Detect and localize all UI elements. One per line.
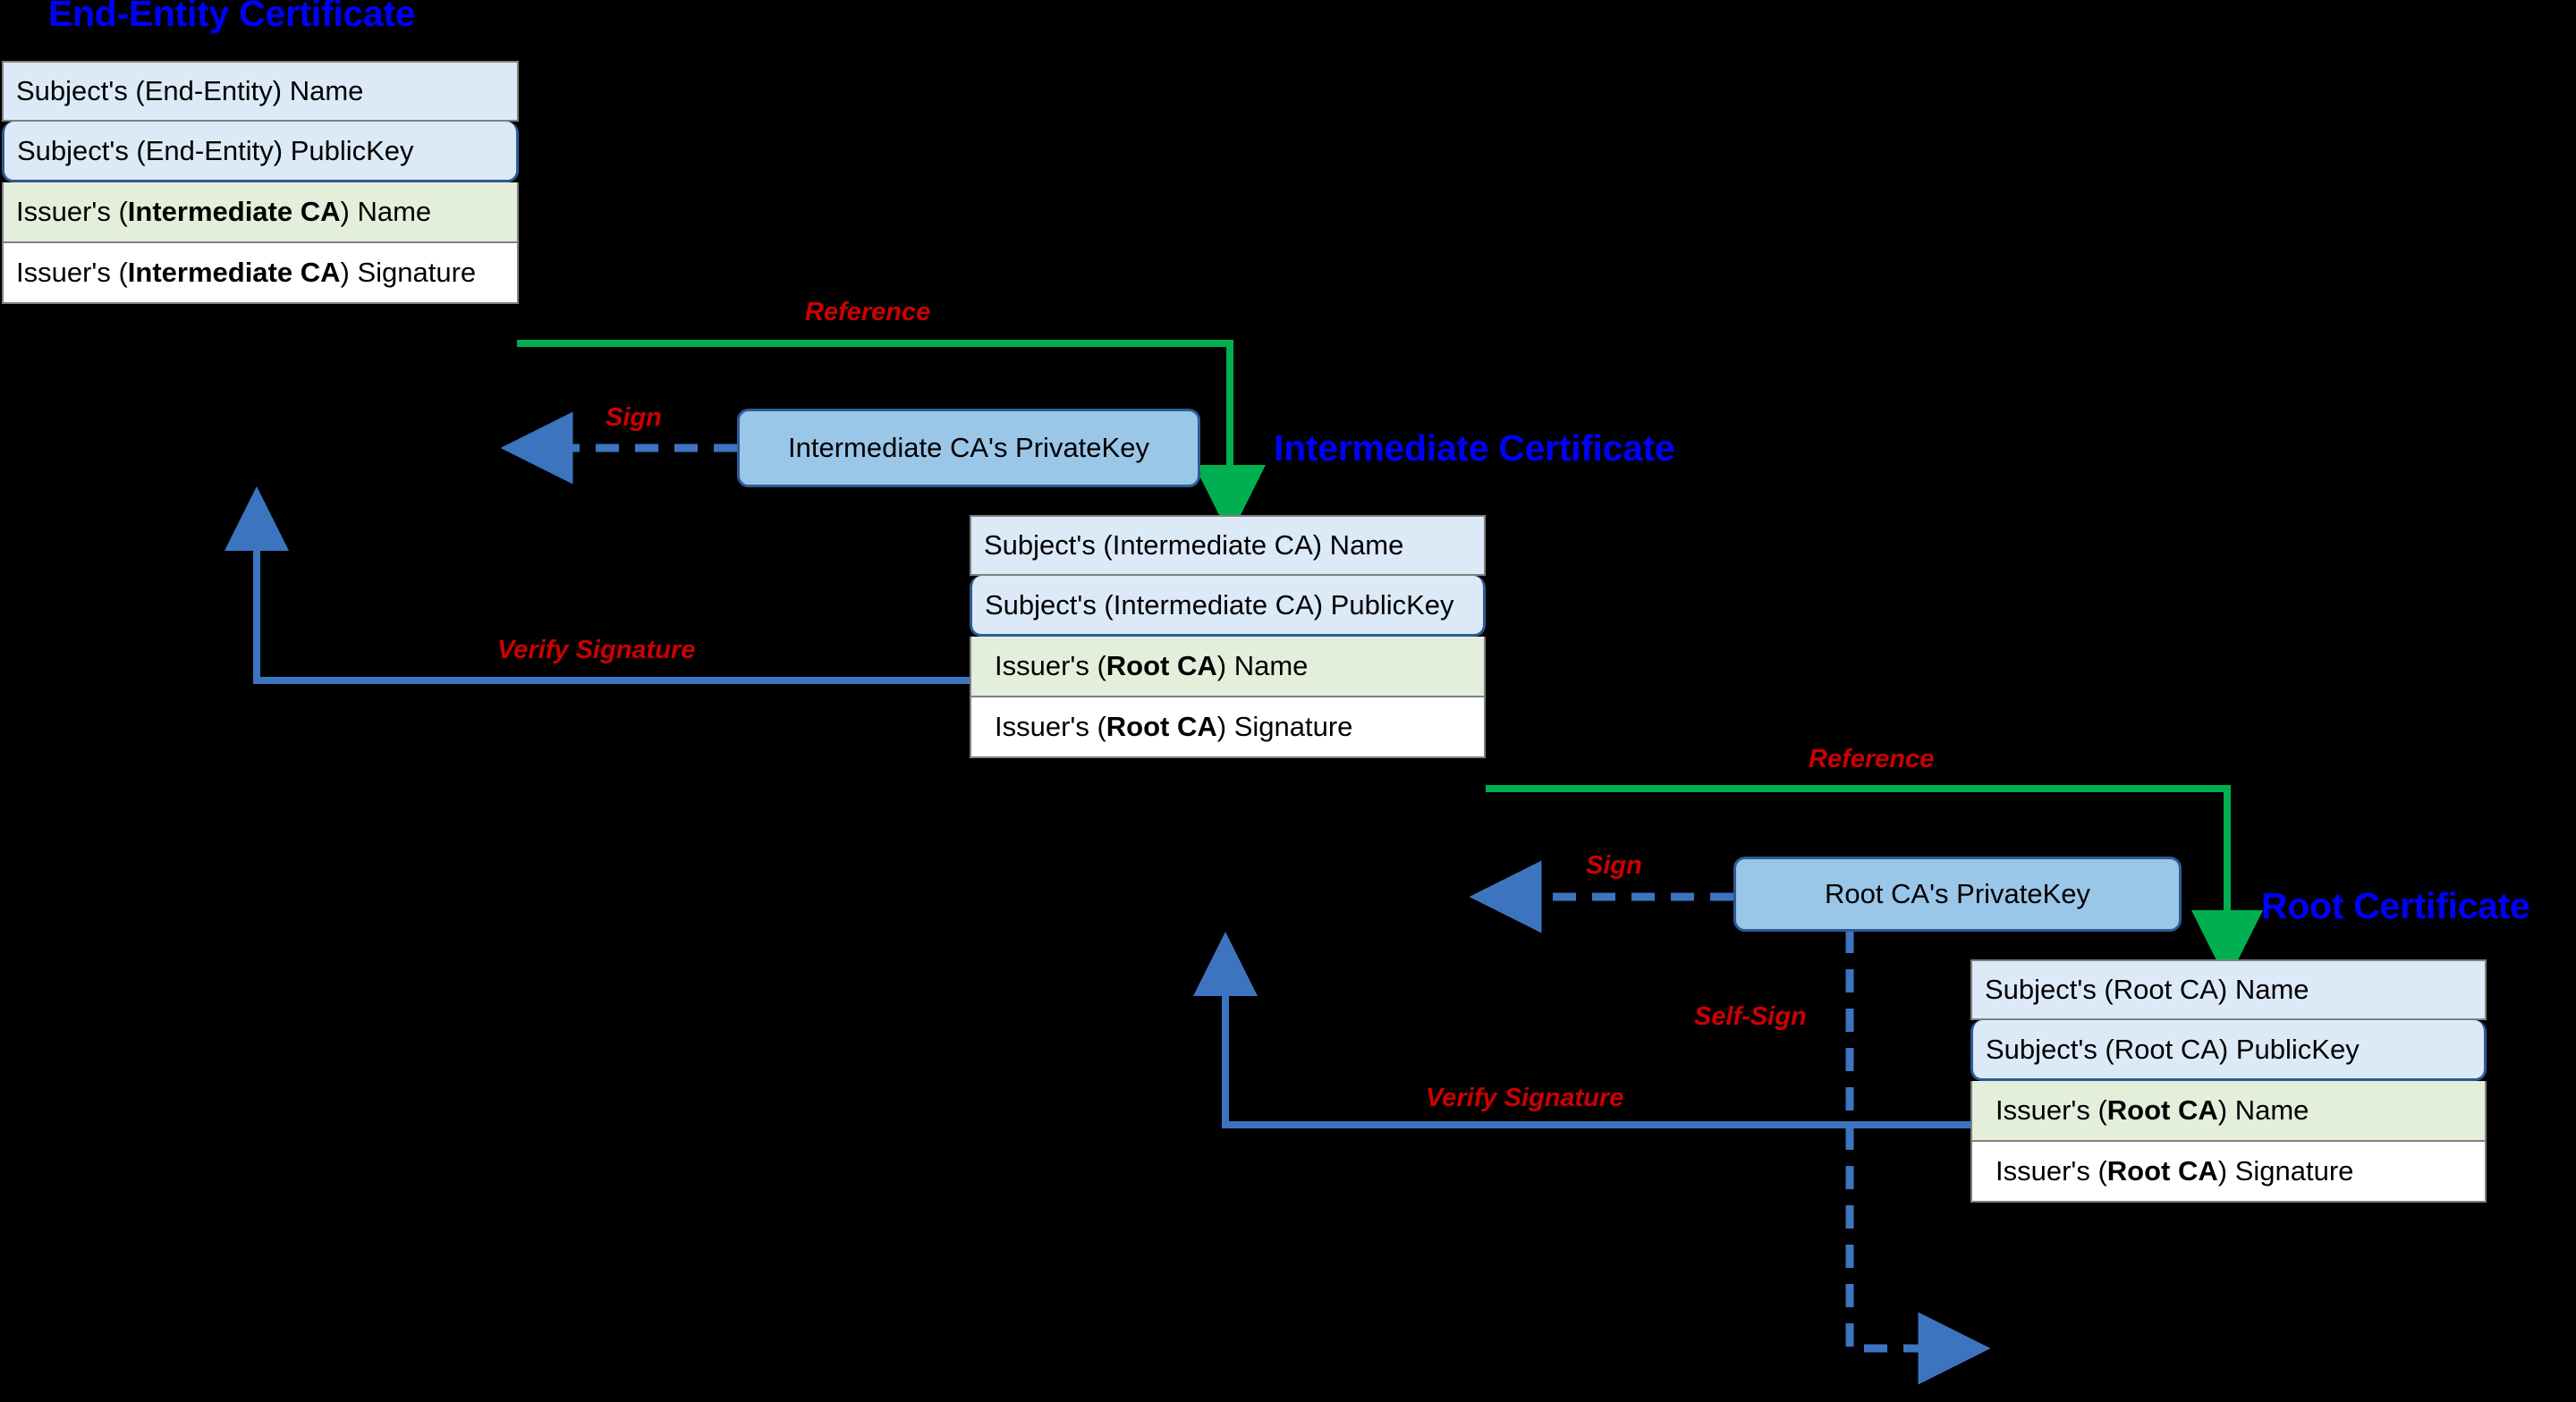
self-sign-arrow — [1845, 930, 1991, 1385]
root-issuer-name-prefix: Issuer's ( — [1996, 1094, 2107, 1126]
root-issuer-name-bold: Root CA — [2106, 1094, 2218, 1126]
intermediate-issuer-signature-bold: Root CA — [1106, 711, 1217, 742]
intermediate-ca-privatekey-box[interactable]: Intermediate CA's PrivateKey — [737, 409, 1200, 487]
end-entity-issuer-signature-prefix: Issuer's ( — [16, 257, 128, 288]
root-subject-name-label: Subject's (Root CA) Name — [1985, 974, 2309, 1005]
intermediate-certificate-title: Intermediate Certificate — [1274, 427, 1675, 469]
reference-label-top: Reference — [805, 298, 931, 326]
root-issuer-name-suffix: ) Name — [2217, 1094, 2309, 1126]
root-issuer-signature-prefix: Issuer's ( — [1996, 1155, 2107, 1187]
end-entity-issuer-name-row: Issuer's (Intermediate CA) Name — [2, 182, 519, 243]
reference-label-bottom: Reference — [1809, 745, 1935, 773]
end-entity-issuer-signature-bold: Intermediate CA — [127, 257, 341, 288]
root-subject-publickey-label: Subject's (Root CA) PublicKey — [1986, 1033, 2360, 1065]
intermediate-issuer-name-row: Issuer's (Root CA) Name — [970, 637, 1486, 697]
root-issuer-signature-bold: Root CA — [2106, 1155, 2218, 1187]
end-entity-issuer-name-suffix: ) Name — [340, 196, 432, 227]
end-entity-subject-name-row: Subject's (End-Entity) Name — [2, 61, 519, 122]
root-issuer-signature-suffix: ) Signature — [2217, 1155, 2354, 1187]
intermediate-issuer-signature-row: Issuer's (Root CA) Signature — [970, 697, 1486, 758]
self-sign-label: Self-Sign — [1694, 1002, 1807, 1031]
end-entity-issuer-name-bold: Intermediate CA — [127, 196, 341, 227]
end-entity-subject-name-label: Subject's (End-Entity) Name — [16, 75, 364, 106]
root-certificate-card: Subject's (Root CA) Name Subject's (Root… — [1970, 959, 2487, 1203]
intermediate-issuer-name-suffix: ) Name — [1216, 650, 1309, 681]
intermediate-issuer-name-bold: Root CA — [1106, 650, 1217, 681]
end-entity-issuer-signature-suffix: ) Signature — [340, 257, 477, 288]
root-issuer-signature-row: Issuer's (Root CA) Signature — [1970, 1142, 2487, 1203]
root-subject-publickey-row: Subject's (Root CA) PublicKey — [1970, 1020, 2487, 1081]
verify-signature-label-bottom: Verify Signature — [1426, 1084, 1624, 1112]
intermediate-subject-name-row: Subject's (Intermediate CA) Name — [970, 515, 1486, 576]
end-entity-subject-publickey-label: Subject's (End-Entity) PublicKey — [17, 134, 414, 166]
intermediate-issuer-signature-prefix: Issuer's ( — [995, 711, 1106, 742]
sign-label-bottom: Sign — [1586, 851, 1642, 880]
root-subject-name-row: Subject's (Root CA) Name — [1970, 959, 2487, 1020]
end-entity-subject-publickey-row: Subject's (End-Entity) PublicKey — [2, 122, 519, 182]
end-entity-issuer-name-prefix: Issuer's ( — [16, 196, 128, 227]
end-entity-certificate-card: Subject's (End-Entity) Name Subject's (E… — [2, 61, 519, 304]
root-ca-privatekey-box[interactable]: Root CA's PrivateKey — [1733, 857, 2182, 932]
intermediate-ca-privatekey-label: Intermediate CA's PrivateKey — [788, 432, 1149, 463]
intermediate-subject-publickey-row: Subject's (Intermediate CA) PublicKey — [970, 576, 1486, 637]
intermediate-issuer-name-prefix: Issuer's ( — [995, 650, 1106, 681]
intermediate-subject-name-label: Subject's (Intermediate CA) Name — [984, 529, 1404, 561]
root-certificate-title: Root Certificate — [2261, 885, 2530, 926]
intermediate-certificate-card: Subject's (Intermediate CA) Name Subject… — [970, 515, 1486, 758]
root-issuer-name-row: Issuer's (Root CA) Name — [1970, 1081, 2487, 1142]
verify-signature-label-top: Verify Signature — [497, 636, 696, 664]
intermediate-subject-publickey-label: Subject's (Intermediate CA) PublicKey — [985, 588, 1454, 621]
intermediate-issuer-signature-suffix: ) Signature — [1216, 711, 1353, 742]
sign-label-top: Sign — [606, 403, 662, 432]
end-entity-certificate-title: End-Entity Certificate — [48, 0, 416, 34]
end-entity-issuer-signature-row: Issuer's (Intermediate CA) Signature — [2, 243, 519, 304]
root-ca-privatekey-label: Root CA's PrivateKey — [1824, 878, 2091, 909]
